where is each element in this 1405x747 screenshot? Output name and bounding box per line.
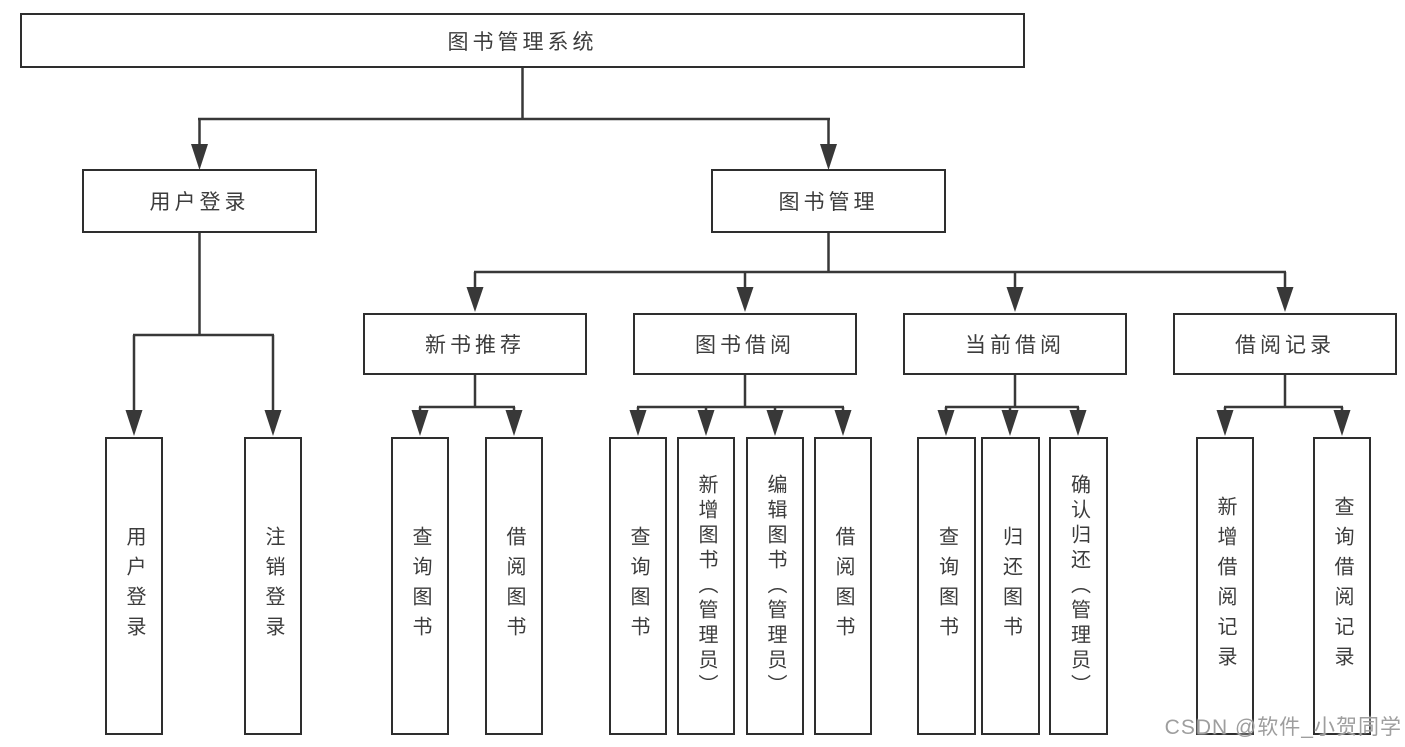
node-borrow-record: 借阅记录 xyxy=(1173,313,1397,375)
leaf-recommend-query-book: 查询图书 xyxy=(391,437,449,735)
leaf-recommend-borrow-book: 借阅图书 xyxy=(485,437,543,735)
leaf-user-login-label: 用户登录 xyxy=(123,526,145,646)
leaf-current-return-book-label: 归还图书 xyxy=(999,526,1022,646)
leaf-current-query-book: 查询图书 xyxy=(917,437,976,735)
leaf-borrow-query-book-label: 查询图书 xyxy=(627,526,649,646)
leaf-user-login: 用户登录 xyxy=(105,437,163,735)
node-book-manage: 图书管理 xyxy=(711,169,946,233)
node-user-login: 用户登录 xyxy=(82,169,317,233)
leaf-borrow-add-book-admin: 新增图书（管理员） xyxy=(677,437,735,735)
leaf-record-add-label: 新增借阅记录 xyxy=(1214,496,1236,676)
leaf-recommend-query-book-label: 查询图书 xyxy=(409,526,431,646)
node-current-borrow-label: 当前借阅 xyxy=(965,334,1065,357)
node-user-login-label: 用户登录 xyxy=(149,191,250,214)
node-book-manage-label: 图书管理 xyxy=(778,191,879,214)
node-root-label: 图书管理系统 xyxy=(447,30,598,54)
leaf-borrow-borrow-book-label: 借阅图书 xyxy=(832,526,854,646)
leaf-record-query-label: 查询借阅记录 xyxy=(1331,496,1353,676)
leaf-borrow-borrow-book: 借阅图书 xyxy=(814,437,872,735)
node-new-book-recommend-label: 新书推荐 xyxy=(425,334,525,357)
node-book-borrow: 图书借阅 xyxy=(633,313,857,375)
leaf-borrow-edit-book-admin-label: 编辑图书（管理员） xyxy=(764,473,786,699)
node-borrow-record-label: 借阅记录 xyxy=(1235,334,1335,357)
node-new-book-recommend: 新书推荐 xyxy=(363,313,587,375)
node-book-borrow-label: 图书借阅 xyxy=(695,334,795,357)
leaf-logout-label: 注销登录 xyxy=(262,526,284,646)
leaf-record-add: 新增借阅记录 xyxy=(1196,437,1254,735)
leaf-borrow-add-book-admin-label: 新增图书（管理员） xyxy=(695,473,717,699)
watermark: CSDN @软件_小贺同学 xyxy=(1164,716,1402,739)
leaf-record-query: 查询借阅记录 xyxy=(1313,437,1371,735)
leaf-current-return-book: 归还图书 xyxy=(981,437,1040,735)
leaf-borrow-query-book: 查询图书 xyxy=(609,437,667,735)
leaf-current-confirm-return-admin-label: 确认归还（管理员） xyxy=(1067,473,1090,699)
leaf-logout: 注销登录 xyxy=(244,437,302,735)
leaf-borrow-edit-book-admin: 编辑图书（管理员） xyxy=(746,437,804,735)
leaf-current-query-book-label: 查询图书 xyxy=(935,526,958,646)
leaf-recommend-borrow-book-label: 借阅图书 xyxy=(503,526,525,646)
node-current-borrow: 当前借阅 xyxy=(903,313,1127,375)
node-root: 图书管理系统 xyxy=(20,13,1025,68)
leaf-current-confirm-return-admin: 确认归还（管理员） xyxy=(1049,437,1108,735)
